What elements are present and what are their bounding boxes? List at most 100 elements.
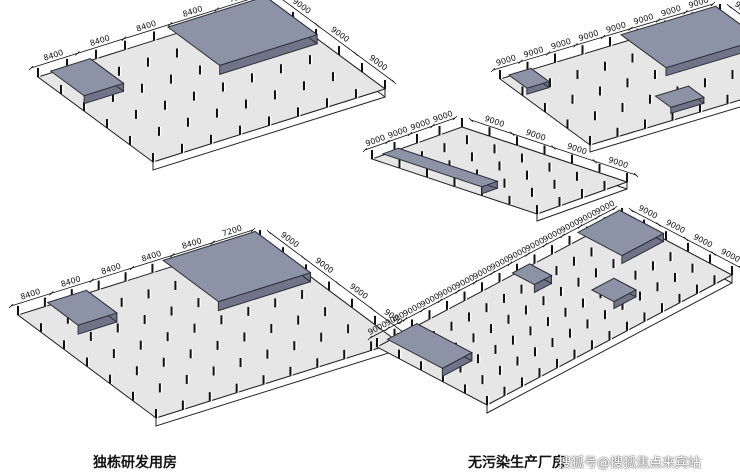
dim-label-top: 9000 bbox=[660, 4, 682, 18]
dim-tick bbox=[370, 306, 375, 312]
dim-tick bbox=[385, 139, 390, 145]
watermark: 搜狐号@搜狐焦点来宾站 bbox=[558, 456, 702, 471]
dim-label-top: 9000 bbox=[605, 20, 627, 34]
dim-label-top: 9000 bbox=[495, 53, 517, 67]
dim-tick bbox=[28, 65, 34, 71]
dim-tick bbox=[600, 34, 606, 40]
building-factory-top-right: 9000900090009000900090009000900090009000… bbox=[490, 0, 740, 153]
dim-tick bbox=[490, 67, 496, 73]
core-top bbox=[590, 277, 637, 303]
dim-label-right: 9000 bbox=[692, 232, 714, 249]
dim-tick bbox=[518, 59, 523, 65]
dim-tick bbox=[628, 207, 634, 213]
dim-tick bbox=[420, 307, 425, 313]
core-top bbox=[576, 209, 665, 257]
dim-tick bbox=[560, 233, 565, 239]
dim-tick bbox=[129, 265, 135, 271]
dim-tick bbox=[683, 236, 689, 242]
dim-label-top: 9000 bbox=[522, 45, 544, 59]
dim-label-top: 8400 bbox=[19, 287, 41, 302]
dim-tick bbox=[301, 255, 306, 261]
dim-tick bbox=[391, 79, 397, 85]
dim-tick bbox=[490, 270, 495, 276]
dim-tick bbox=[711, 251, 716, 256]
dim-tick bbox=[545, 51, 551, 56]
dim-tick bbox=[266, 229, 272, 235]
dim-tick bbox=[214, 7, 219, 12]
core-top bbox=[511, 263, 553, 286]
dim-label-top: 9000 bbox=[577, 29, 599, 43]
dim-tick bbox=[75, 51, 80, 56]
dim-tick bbox=[362, 147, 368, 153]
dim-tick bbox=[402, 317, 408, 322]
dim-tick bbox=[525, 252, 530, 257]
dim-tick bbox=[335, 281, 341, 286]
dim-tick bbox=[655, 18, 661, 23]
dim-tick bbox=[710, 1, 716, 7]
core-top bbox=[162, 230, 312, 303]
dim-tick bbox=[315, 23, 320, 28]
dim-tick bbox=[89, 278, 94, 283]
dim-tick bbox=[683, 9, 688, 15]
dim-tick bbox=[628, 26, 633, 32]
dim-tick bbox=[592, 158, 598, 164]
dim-tick bbox=[210, 240, 215, 245]
dim-tick bbox=[8, 303, 14, 309]
dim-label-top: 8400 bbox=[89, 33, 111, 48]
core-top bbox=[166, 0, 319, 66]
dim-tick bbox=[385, 326, 390, 331]
core-top bbox=[507, 67, 551, 89]
dim-tick bbox=[170, 253, 175, 258]
dim-label-right: 9000 bbox=[329, 25, 351, 44]
dim-line-right bbox=[282, 0, 395, 83]
dim-label-right: 9000 bbox=[348, 282, 370, 301]
dim-tick bbox=[472, 280, 478, 285]
dim-tick bbox=[250, 227, 256, 233]
dim-label-top: 8400 bbox=[60, 274, 82, 289]
dim-label-right: 9000 bbox=[367, 53, 389, 72]
dim-tick bbox=[595, 215, 600, 220]
core-top bbox=[386, 323, 473, 369]
dim-tick bbox=[167, 21, 173, 27]
dim-label-top: 8400 bbox=[135, 19, 157, 34]
dim-label-right: 9000 bbox=[525, 128, 547, 143]
dim-tick bbox=[49, 291, 54, 296]
dim-label-right: 9000 bbox=[279, 230, 301, 249]
dim-tick bbox=[407, 131, 413, 137]
dim-tick bbox=[430, 123, 435, 129]
dim-label-right: 9000 bbox=[483, 114, 505, 129]
building-factory-large: 9000900090009000900090009000900090009000… bbox=[366, 199, 740, 414]
core-top bbox=[381, 147, 499, 188]
dim-tick bbox=[656, 222, 661, 227]
dim-label-right: 9000 bbox=[637, 203, 659, 220]
core-top bbox=[619, 5, 740, 69]
dim-label-top: 8400 bbox=[140, 249, 162, 264]
dim-line-top bbox=[30, 0, 249, 69]
dim-label-top: 8400 bbox=[42, 48, 64, 63]
dim-tick bbox=[726, 3, 732, 9]
dim-tick bbox=[455, 289, 460, 294]
dim-label-top: 8400 bbox=[100, 262, 122, 277]
dim-tick bbox=[353, 51, 358, 56]
dim-label-top: 9000 bbox=[687, 0, 709, 10]
dim-tick bbox=[367, 335, 373, 341]
core-front bbox=[665, 44, 740, 77]
core-top bbox=[654, 85, 705, 108]
dim-tick bbox=[468, 117, 474, 123]
dim-tick bbox=[121, 36, 127, 42]
dim-label-top: 9000 bbox=[632, 12, 654, 26]
caption-right: 无污染生产厂房 bbox=[468, 455, 566, 471]
dim-tick bbox=[577, 224, 583, 229]
caption-left: 独栋研发用房 bbox=[93, 455, 177, 471]
dim-label-right: 9000 bbox=[313, 256, 335, 275]
dim-tick bbox=[542, 242, 548, 248]
dim-tick bbox=[452, 115, 458, 121]
core-top bbox=[46, 289, 118, 326]
dim-label-right: 9000 bbox=[566, 142, 588, 157]
dim-tick bbox=[507, 261, 513, 266]
dim-label-right: 9000 bbox=[607, 155, 629, 170]
